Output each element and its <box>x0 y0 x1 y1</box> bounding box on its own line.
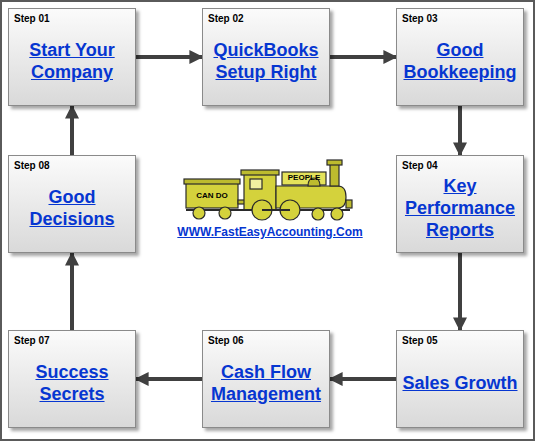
step-number: Step 08 <box>9 156 135 172</box>
train-sign: PEOPLE <box>282 173 326 183</box>
tender-body <box>186 183 238 208</box>
flow-arrow <box>330 377 396 381</box>
process-box: Step 07Success Secrets <box>8 330 136 428</box>
frame-line <box>186 209 350 211</box>
cab-window <box>250 179 262 189</box>
process-box: Step 01Start Your Company <box>8 8 136 106</box>
flow-arrow <box>458 106 462 155</box>
process-box: Step 05Sales Growth <box>396 330 524 428</box>
step-link: Cash Flow Management <box>203 347 329 427</box>
step-number: Step 02 <box>203 9 329 25</box>
step-number: Step 06 <box>203 331 329 347</box>
coupling-rod <box>262 209 290 211</box>
step-link: QuickBooks Setup Right <box>203 25 329 105</box>
flow-arrow <box>70 106 74 155</box>
step-link: Key Performance Reports <box>397 172 523 252</box>
step-link: Start Your Company <box>9 25 135 105</box>
process-box: Step 06Cash Flow Management <box>202 330 330 428</box>
tender-rim <box>184 179 240 184</box>
train-sign: CAN DO <box>190 191 234 201</box>
step-link: Good Decisions <box>9 172 135 252</box>
step-link: Good Bookkeeping <box>397 25 523 105</box>
chimney-cap <box>327 160 342 165</box>
step-number: Step 07 <box>9 331 135 347</box>
tender-wheel <box>219 207 231 219</box>
step-link: Sales Growth <box>397 347 523 427</box>
chimney <box>330 163 339 186</box>
flow-arrow <box>330 55 396 59</box>
flow-arrow <box>70 253 74 330</box>
buffer-beam <box>346 200 352 208</box>
leading-wheel <box>331 208 343 220</box>
tender-wheel <box>193 207 205 219</box>
step-number: Step 04 <box>397 156 523 172</box>
process-box: Step 02QuickBooks Setup Right <box>202 8 330 106</box>
process-box: Step 03Good Bookkeeping <box>396 8 524 106</box>
flow-arrow <box>136 377 202 381</box>
step-link: Success Secrets <box>9 347 135 427</box>
process-box: Step 08Good Decisions <box>8 155 136 253</box>
step-number: Step 05 <box>397 331 523 347</box>
flow-arrow <box>458 253 462 330</box>
name-plate <box>282 172 326 185</box>
train-illustration <box>184 160 352 220</box>
leading-wheel <box>312 208 324 220</box>
cab-roof <box>241 170 279 175</box>
step-number: Step 03 <box>397 9 523 25</box>
website-link: WWW.FastEasyAccounting.Com <box>150 225 390 239</box>
flow-arrow <box>136 55 202 59</box>
step-number: Step 01 <box>9 9 135 25</box>
process-box: Step 04Key Performance Reports <box>396 155 524 253</box>
